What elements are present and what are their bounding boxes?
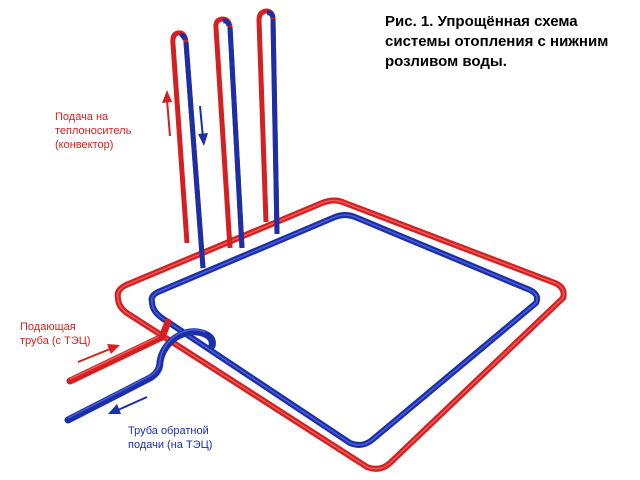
riser-2 <box>213 16 245 249</box>
label-return-pipe: Труба обратной подачи (на ТЭЦ) <box>128 424 212 452</box>
riser-3 <box>256 8 280 235</box>
label-supply-pipe-line-1: Подающая <box>20 321 76 333</box>
return-down-arrow <box>198 105 208 146</box>
figure-title-line-2: системы отопления с нижним <box>385 33 609 50</box>
label-supply-convector-line-3: (конвектор) <box>55 139 114 151</box>
label-supply-convector-line-1: Подача на <box>55 111 109 123</box>
label-supply-pipe-line-2: труба (с ТЭЦ) <box>20 335 91 347</box>
return-outlet-arrow <box>108 396 148 414</box>
riser-1 <box>170 30 206 269</box>
supply-inlet-arrow <box>77 344 120 363</box>
figure-title: Рис. 1. Упрощённая схема системы отоплен… <box>385 12 635 72</box>
label-return-pipe-line-2: подачи (на ТЭЦ) <box>128 439 213 451</box>
supply-inlet-pipe <box>66 333 166 385</box>
label-supply-convector-line-2: теплоноситель <box>55 125 132 137</box>
label-supply-pipe: Подающая труба (с ТЭЦ) <box>20 320 91 348</box>
supply-up-arrow <box>162 90 172 137</box>
label-supply-convector: Подача на теплоноситель (конвектор) <box>55 110 131 152</box>
label-return-pipe-line-1: Труба обратной <box>128 425 209 437</box>
figure-title-line-3: розливом воды. <box>385 53 507 70</box>
return-outlet-pipe <box>64 328 216 424</box>
figure-title-line-1: Рис. 1. Упрощённая схема <box>385 13 578 30</box>
